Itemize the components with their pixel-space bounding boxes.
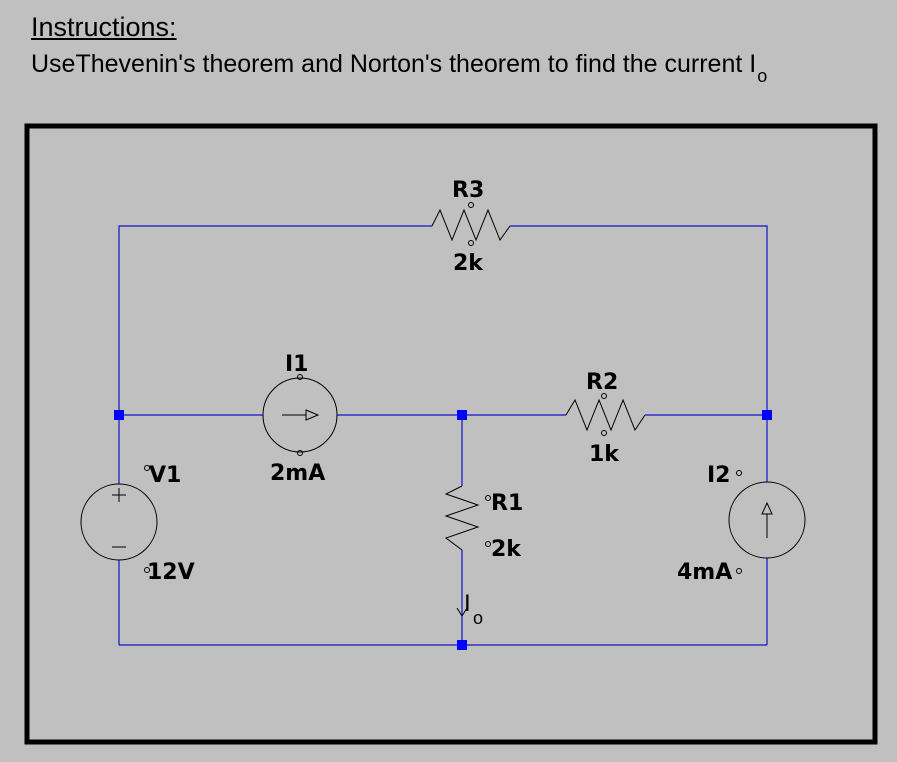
i2-current-source [728,481,806,559]
v1-name-label: V1 [149,463,181,488]
schematic-frame [24,123,878,745]
io-current-label: I [464,590,471,617]
i1-name-label: I1 [285,352,309,377]
r3-value-label: 2k [453,251,484,276]
r3-resistor [431,208,511,242]
node-bottom [457,640,467,650]
r1-resistor [444,485,480,551]
r3-name-label: R3 [452,178,484,203]
junction-nodes [114,410,772,650]
instructions-text: UseThevenin's theorem and Norton's theor… [31,50,767,86]
node-right [762,410,772,420]
r2-resistor [565,398,646,432]
wires [118,225,768,646]
i2-name-label: I2 [707,463,731,488]
instructions-subscript: o [757,66,768,86]
instructions-sentence: UseThevenin's theorem and Norton's theor… [31,50,757,78]
i1-current-source [262,377,338,453]
node-center [457,410,467,420]
wire-top [118,225,432,415]
instructions-title: Instructions: [31,12,177,42]
node-left [114,410,124,420]
r2-name-label: R2 [586,370,618,395]
r2-value-label: 1k [589,442,620,467]
i2-value-label: 4mA [677,560,732,585]
pin-markers [144,202,742,574]
wire-top-right [510,225,768,415]
io-current-arrow [456,607,468,617]
r1-value-label: 2k [491,537,522,562]
i1-value-label: 2mA [270,461,325,486]
io-current-subscript: o [473,608,483,628]
v1-voltage-source [80,483,158,561]
v1-value-label: 12V [147,560,195,585]
r1-name-label: R1 [491,491,523,516]
